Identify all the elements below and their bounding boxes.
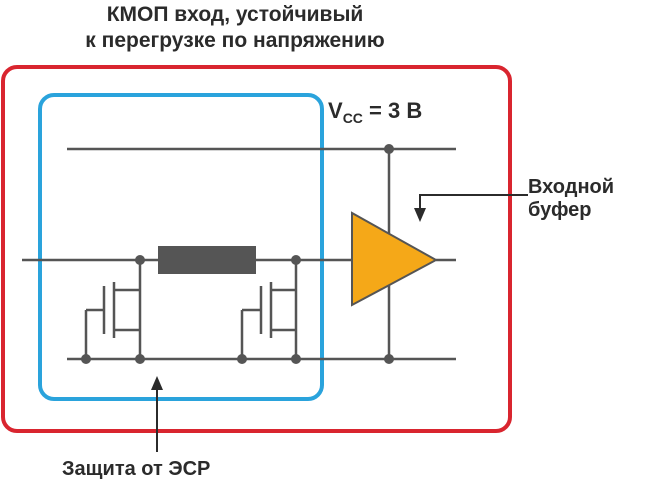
esr-protection-label: Защита от ЭСР [62,458,211,480]
esr-arrow [151,376,163,452]
esd-transistor-left [84,260,142,359]
buffer-arrow [414,194,528,222]
input-buffer-label: Входной буфер [528,176,614,222]
esd-transistor-right [240,260,298,359]
vcc-value: = 3 В [362,98,423,123]
buffer-label-line-1: Входной [528,176,615,198]
input-buffer-triangle [351,211,439,307]
diagram-title: КМОП вход, устойчивый к перегрузке по на… [0,2,470,54]
title-line-2: к перегрузке по напряжению [85,29,385,52]
series-resistor [158,246,256,274]
vcc-subscript: CC [342,110,363,126]
outer-frame [1,65,512,433]
esr-protection-frame [38,93,324,401]
vcc-prefix: V [328,98,343,123]
buffer-label-line-2: буфер [528,199,592,221]
title-line-1: КМОП вход, устойчивый [106,3,364,26]
junction-dots [81,144,394,364]
vcc-label: VCC = 3 В [328,98,422,126]
